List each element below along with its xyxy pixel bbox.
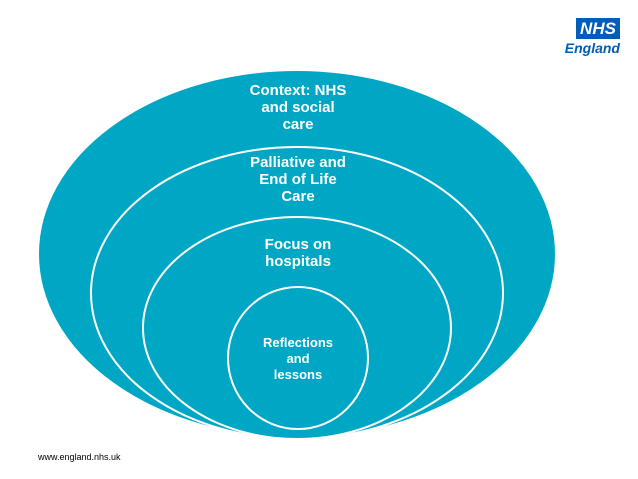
ring-label-hospitals: Focus on hospitals	[264, 236, 332, 270]
ring-label-reflections: Reflections and lessons	[262, 335, 334, 382]
nhs-logo-box: NHS	[576, 18, 620, 39]
ring-label-context: Context: NHS and social care	[249, 82, 347, 133]
ring-label-palliative: Palliative and End of Life Care	[250, 154, 346, 205]
nhs-england-logo: NHS England	[562, 18, 620, 56]
ring-inner	[227, 286, 369, 430]
footer-url: www.england.nhs.uk	[38, 452, 121, 462]
nhs-logo-wordmark: England	[564, 40, 620, 56]
